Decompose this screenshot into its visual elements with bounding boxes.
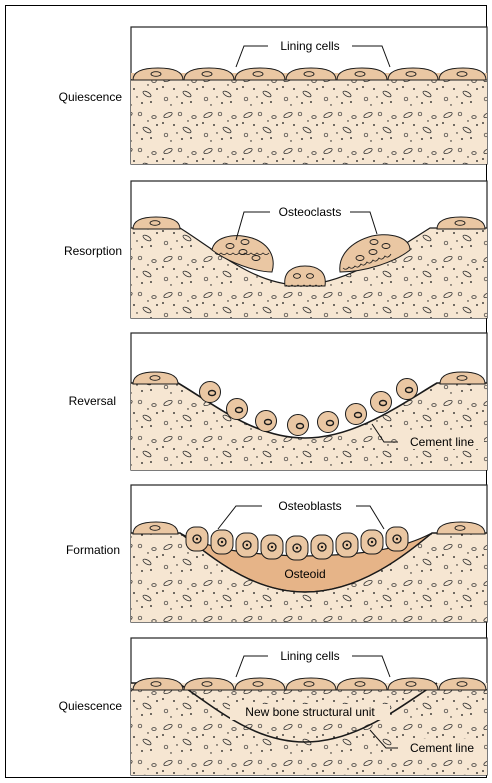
stage-label: Resorption bbox=[64, 244, 122, 258]
panel-quiescence-2: Quiescence Lining cells New bone structu… bbox=[59, 638, 487, 775]
osteoclast bbox=[285, 266, 326, 287]
osteoblasts-label: Osteoblasts bbox=[278, 499, 341, 513]
panel-reversal: Reversal Cement line bbox=[69, 333, 487, 470]
bone-matrix bbox=[131, 683, 487, 775]
stage-label: Quiescence bbox=[59, 90, 123, 104]
cement-line-label: Cement line bbox=[410, 435, 474, 449]
osteoclasts-label: Osteoclasts bbox=[279, 205, 342, 219]
panel-resorption: Resorption bbox=[64, 181, 487, 318]
osteoid-label: Osteoid bbox=[284, 567, 325, 581]
lining-cells-label: Lining cells bbox=[280, 39, 339, 53]
stage-label: Quiescence bbox=[59, 699, 123, 713]
new-bone-structural-unit-label: New bone structural unit bbox=[245, 705, 375, 719]
panel-formation: Formation bbox=[66, 485, 487, 622]
stage-label: Reversal bbox=[69, 394, 116, 408]
bone-matrix bbox=[131, 73, 487, 164]
cement-line-label: Cement line bbox=[410, 741, 474, 755]
stage-label: Formation bbox=[66, 543, 120, 557]
panel-quiescence-1: Quiescence Lining cells bbox=[59, 27, 487, 164]
lining-cells-label: Lining cells bbox=[280, 649, 339, 663]
